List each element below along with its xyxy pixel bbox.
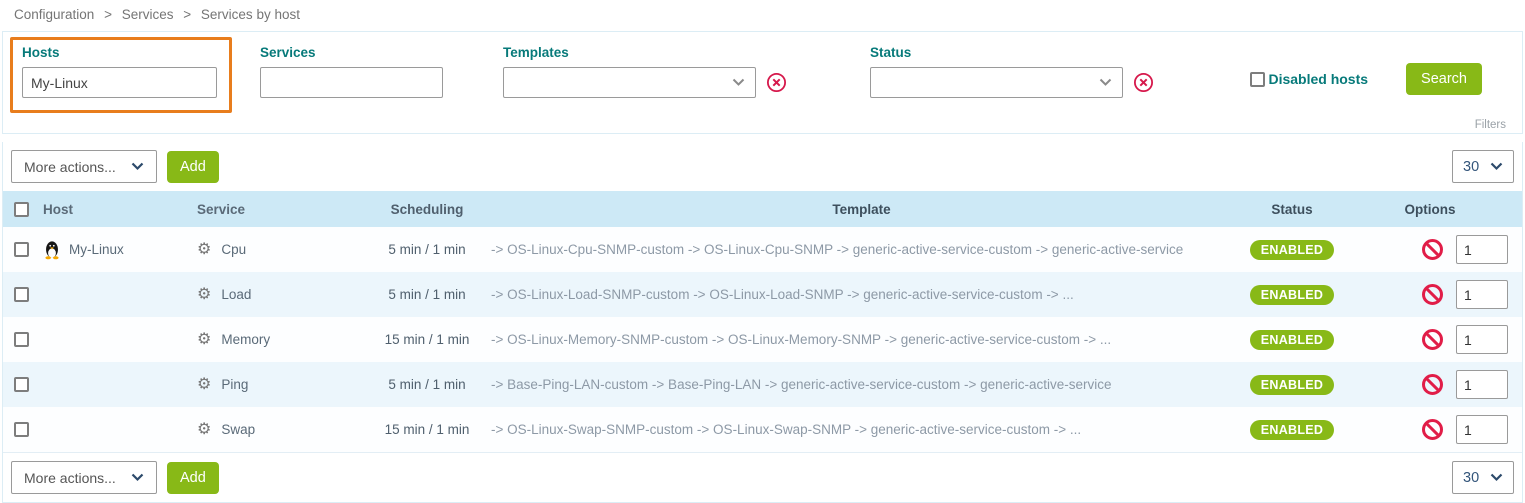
more-actions-select[interactable]: More actions... (11, 150, 157, 183)
page-size-value: 30 (1463, 469, 1480, 486)
gear-icon: ⚙ (197, 330, 212, 348)
services-table: Host Service Scheduling Template Status … (3, 191, 1522, 452)
page-size-value: 30 (1463, 158, 1480, 175)
row-checkbox[interactable] (13, 422, 29, 437)
service-name[interactable]: Memory (221, 332, 271, 347)
template-chain: -> OS-Linux-Memory-SNMP-custom -> OS-Lin… (491, 332, 1112, 347)
status-badge: ENABLED (1249, 239, 1335, 260)
filter-panel: Hosts Services Templates Status (2, 31, 1523, 134)
options-count-input[interactable] (1456, 235, 1508, 264)
filters-caption: Filters (1474, 119, 1506, 131)
disable-icon[interactable] (1421, 418, 1444, 441)
templates-filter-select[interactable] (503, 67, 756, 98)
breadcrumb-item-services[interactable]: Services (121, 7, 174, 22)
gear-icon: ⚙ (197, 375, 212, 393)
template-chain: -> OS-Linux-Swap-SNMP-custom -> OS-Linux… (491, 422, 1082, 437)
status-badge: ENABLED (1249, 284, 1335, 305)
options-count-input[interactable] (1456, 280, 1508, 309)
template-chain: -> OS-Linux-Load-SNMP-custom -> OS-Linux… (491, 287, 1074, 302)
page-size-select-bottom[interactable]: 30 (1452, 461, 1514, 494)
gear-icon: ⚙ (197, 285, 212, 303)
breadcrumb-item-configuration[interactable]: Configuration (14, 7, 95, 22)
header-scheduling: Scheduling (390, 201, 464, 217)
breadcrumb-separator: > (183, 7, 192, 22)
header-host: Host (43, 201, 73, 217)
more-actions-label: More actions... (24, 158, 116, 175)
scheduling-value: 15 min / 1 min (384, 422, 470, 437)
disabled-hosts-toggle[interactable]: Disabled hosts (1250, 71, 1368, 87)
select-all-checkbox[interactable] (13, 201, 29, 217)
chevron-down-icon (1490, 162, 1503, 171)
disabled-hosts-label: Disabled hosts (1268, 71, 1369, 87)
hosts-filter-group: Hosts (10, 37, 232, 113)
main-content: More actions... Add 30 Host Service Sche… (2, 142, 1523, 503)
disable-icon[interactable] (1421, 283, 1444, 306)
service-name[interactable]: Swap (221, 422, 256, 437)
hosts-filter-input[interactable] (22, 67, 217, 98)
row-checkbox[interactable] (13, 242, 29, 257)
templates-filter-label: Templates (503, 45, 569, 60)
more-actions-select-bottom[interactable]: More actions... (11, 461, 157, 494)
disabled-hosts-checkbox[interactable] (1250, 71, 1266, 87)
status-clear-icon[interactable] (1133, 72, 1154, 93)
page-size-select[interactable]: 30 (1452, 150, 1514, 183)
gear-icon: ⚙ (197, 240, 212, 258)
scheduling-value: 5 min / 1 min (388, 242, 466, 257)
top-action-bar: More actions... Add 30 (3, 142, 1522, 191)
options-count-input[interactable] (1456, 415, 1508, 444)
header-options: Options (1404, 201, 1456, 217)
linux-penguin-icon (43, 239, 61, 260)
templates-clear-icon[interactable] (766, 72, 787, 93)
host-name[interactable]: My-Linux (69, 242, 124, 257)
scheduling-value: 5 min / 1 min (388, 287, 466, 302)
header-status: Status (1271, 201, 1313, 217)
services-filter-label: Services (260, 45, 316, 60)
status-badge: ENABLED (1249, 419, 1335, 440)
scheduling-value: 5 min / 1 min (388, 377, 466, 392)
service-name[interactable]: Ping (221, 377, 249, 392)
row-checkbox[interactable] (13, 287, 29, 302)
gear-icon: ⚙ (197, 420, 212, 438)
status-filter-label: Status (870, 45, 912, 60)
status-badge: ENABLED (1249, 329, 1335, 350)
table-row: ⚙ Swap 15 min / 1 min -> OS-Linux-Swap-S… (3, 407, 1522, 452)
scheduling-value: 15 min / 1 min (384, 332, 470, 347)
table-row: ⚙ Memory 15 min / 1 min -> OS-Linux-Memo… (3, 317, 1522, 362)
table-row: My-Linux ⚙ Cpu 5 min / 1 min -> OS-Linux… (3, 227, 1522, 272)
template-chain: -> OS-Linux-Cpu-SNMP-custom -> OS-Linux-… (491, 242, 1184, 257)
bottom-action-bar: More actions... Add 30 (3, 452, 1522, 502)
table-row: ⚙ Ping 5 min / 1 min -> Base-Ping-LAN-cu… (3, 362, 1522, 407)
breadcrumb: Configuration > Services > Services by h… (0, 0, 1525, 28)
table-header-row: Host Service Scheduling Template Status … (3, 191, 1522, 227)
chevron-down-icon (1490, 473, 1503, 482)
service-name[interactable]: Load (221, 287, 252, 302)
row-checkbox[interactable] (13, 377, 29, 392)
disable-icon[interactable] (1421, 238, 1444, 261)
options-count-input[interactable] (1456, 370, 1508, 399)
chevron-down-icon (131, 162, 144, 171)
template-chain: -> Base-Ping-LAN-custom -> Base-Ping-LAN… (491, 377, 1112, 392)
breadcrumb-item-services-by-host: Services by host (200, 7, 300, 22)
header-template: Template (832, 201, 891, 217)
table-row: ⚙ Load 5 min / 1 min -> OS-Linux-Load-SN… (3, 272, 1522, 317)
service-name[interactable]: Cpu (221, 242, 247, 257)
header-service: Service (197, 201, 246, 217)
chevron-down-icon (732, 78, 745, 86)
options-count-input[interactable] (1456, 325, 1508, 354)
services-filter-input[interactable] (260, 67, 443, 98)
breadcrumb-separator: > (104, 7, 112, 22)
disable-icon[interactable] (1421, 373, 1444, 396)
status-badge: ENABLED (1249, 374, 1335, 395)
status-filter-select[interactable] (870, 67, 1123, 98)
add-button-bottom[interactable]: Add (167, 461, 219, 494)
disable-icon[interactable] (1421, 328, 1444, 351)
hosts-filter-label: Hosts (22, 45, 60, 60)
row-checkbox[interactable] (13, 332, 29, 347)
search-button[interactable]: Search (1406, 63, 1482, 95)
more-actions-label: More actions... (24, 469, 116, 486)
add-button[interactable]: Add (167, 150, 219, 183)
chevron-down-icon (1099, 78, 1112, 86)
chevron-down-icon (131, 473, 144, 482)
